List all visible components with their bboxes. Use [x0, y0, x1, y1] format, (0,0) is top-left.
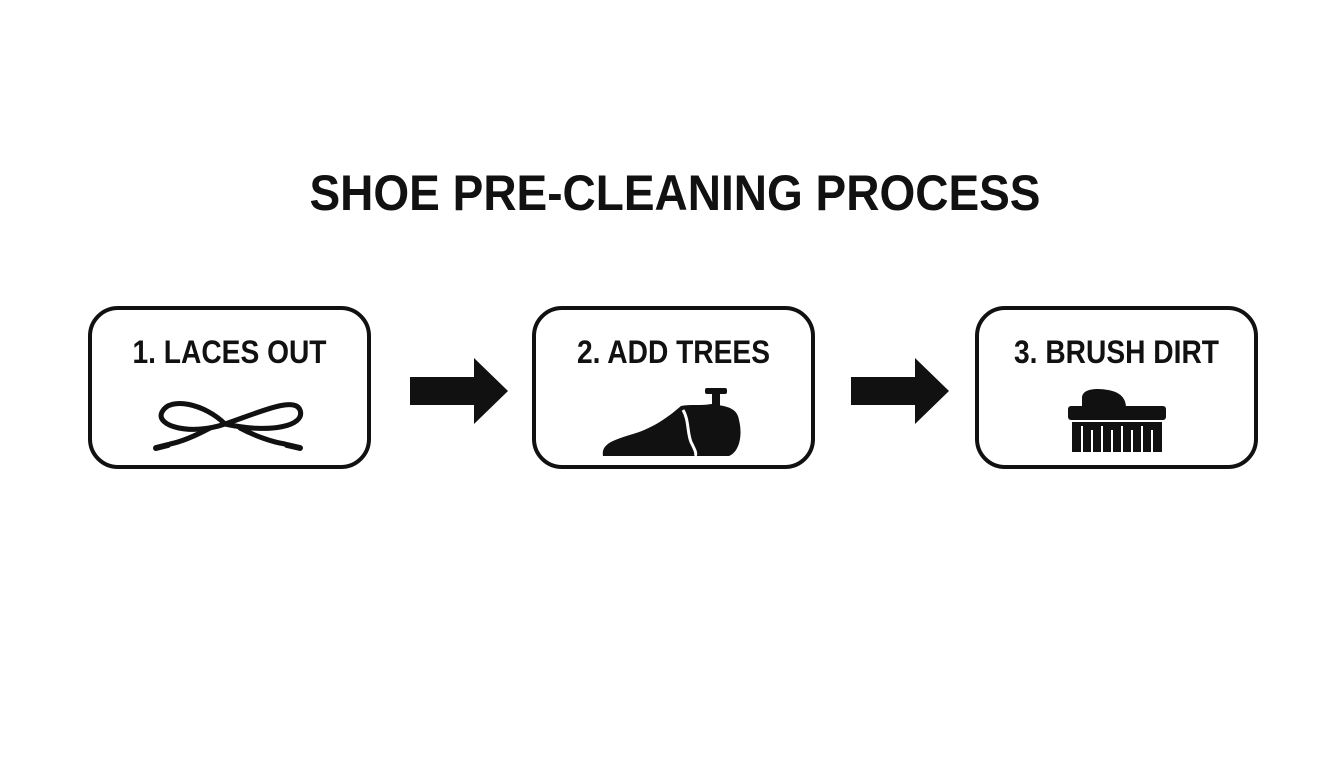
diagram-title: SHOE PRE-CLEANING PROCESS	[309, 165, 1041, 221]
right-arrow-icon	[851, 358, 949, 424]
right-arrow-icon	[410, 358, 508, 424]
shoe-tree-icon	[602, 388, 741, 458]
step-card-brush-dirt: 3. BRUSH DIRT	[975, 306, 1258, 469]
step-card-laces-out: 1. LACES OUT	[88, 306, 371, 469]
shoelace-icon	[152, 401, 303, 451]
brush-icon	[1067, 388, 1166, 452]
step-label: 1. LACES OUT	[132, 334, 327, 370]
step-card-add-trees: 2. ADD TREES	[532, 306, 815, 469]
step-label: 2. ADD TREES	[577, 334, 770, 370]
step-label: 3. BRUSH DIRT	[1014, 334, 1219, 370]
